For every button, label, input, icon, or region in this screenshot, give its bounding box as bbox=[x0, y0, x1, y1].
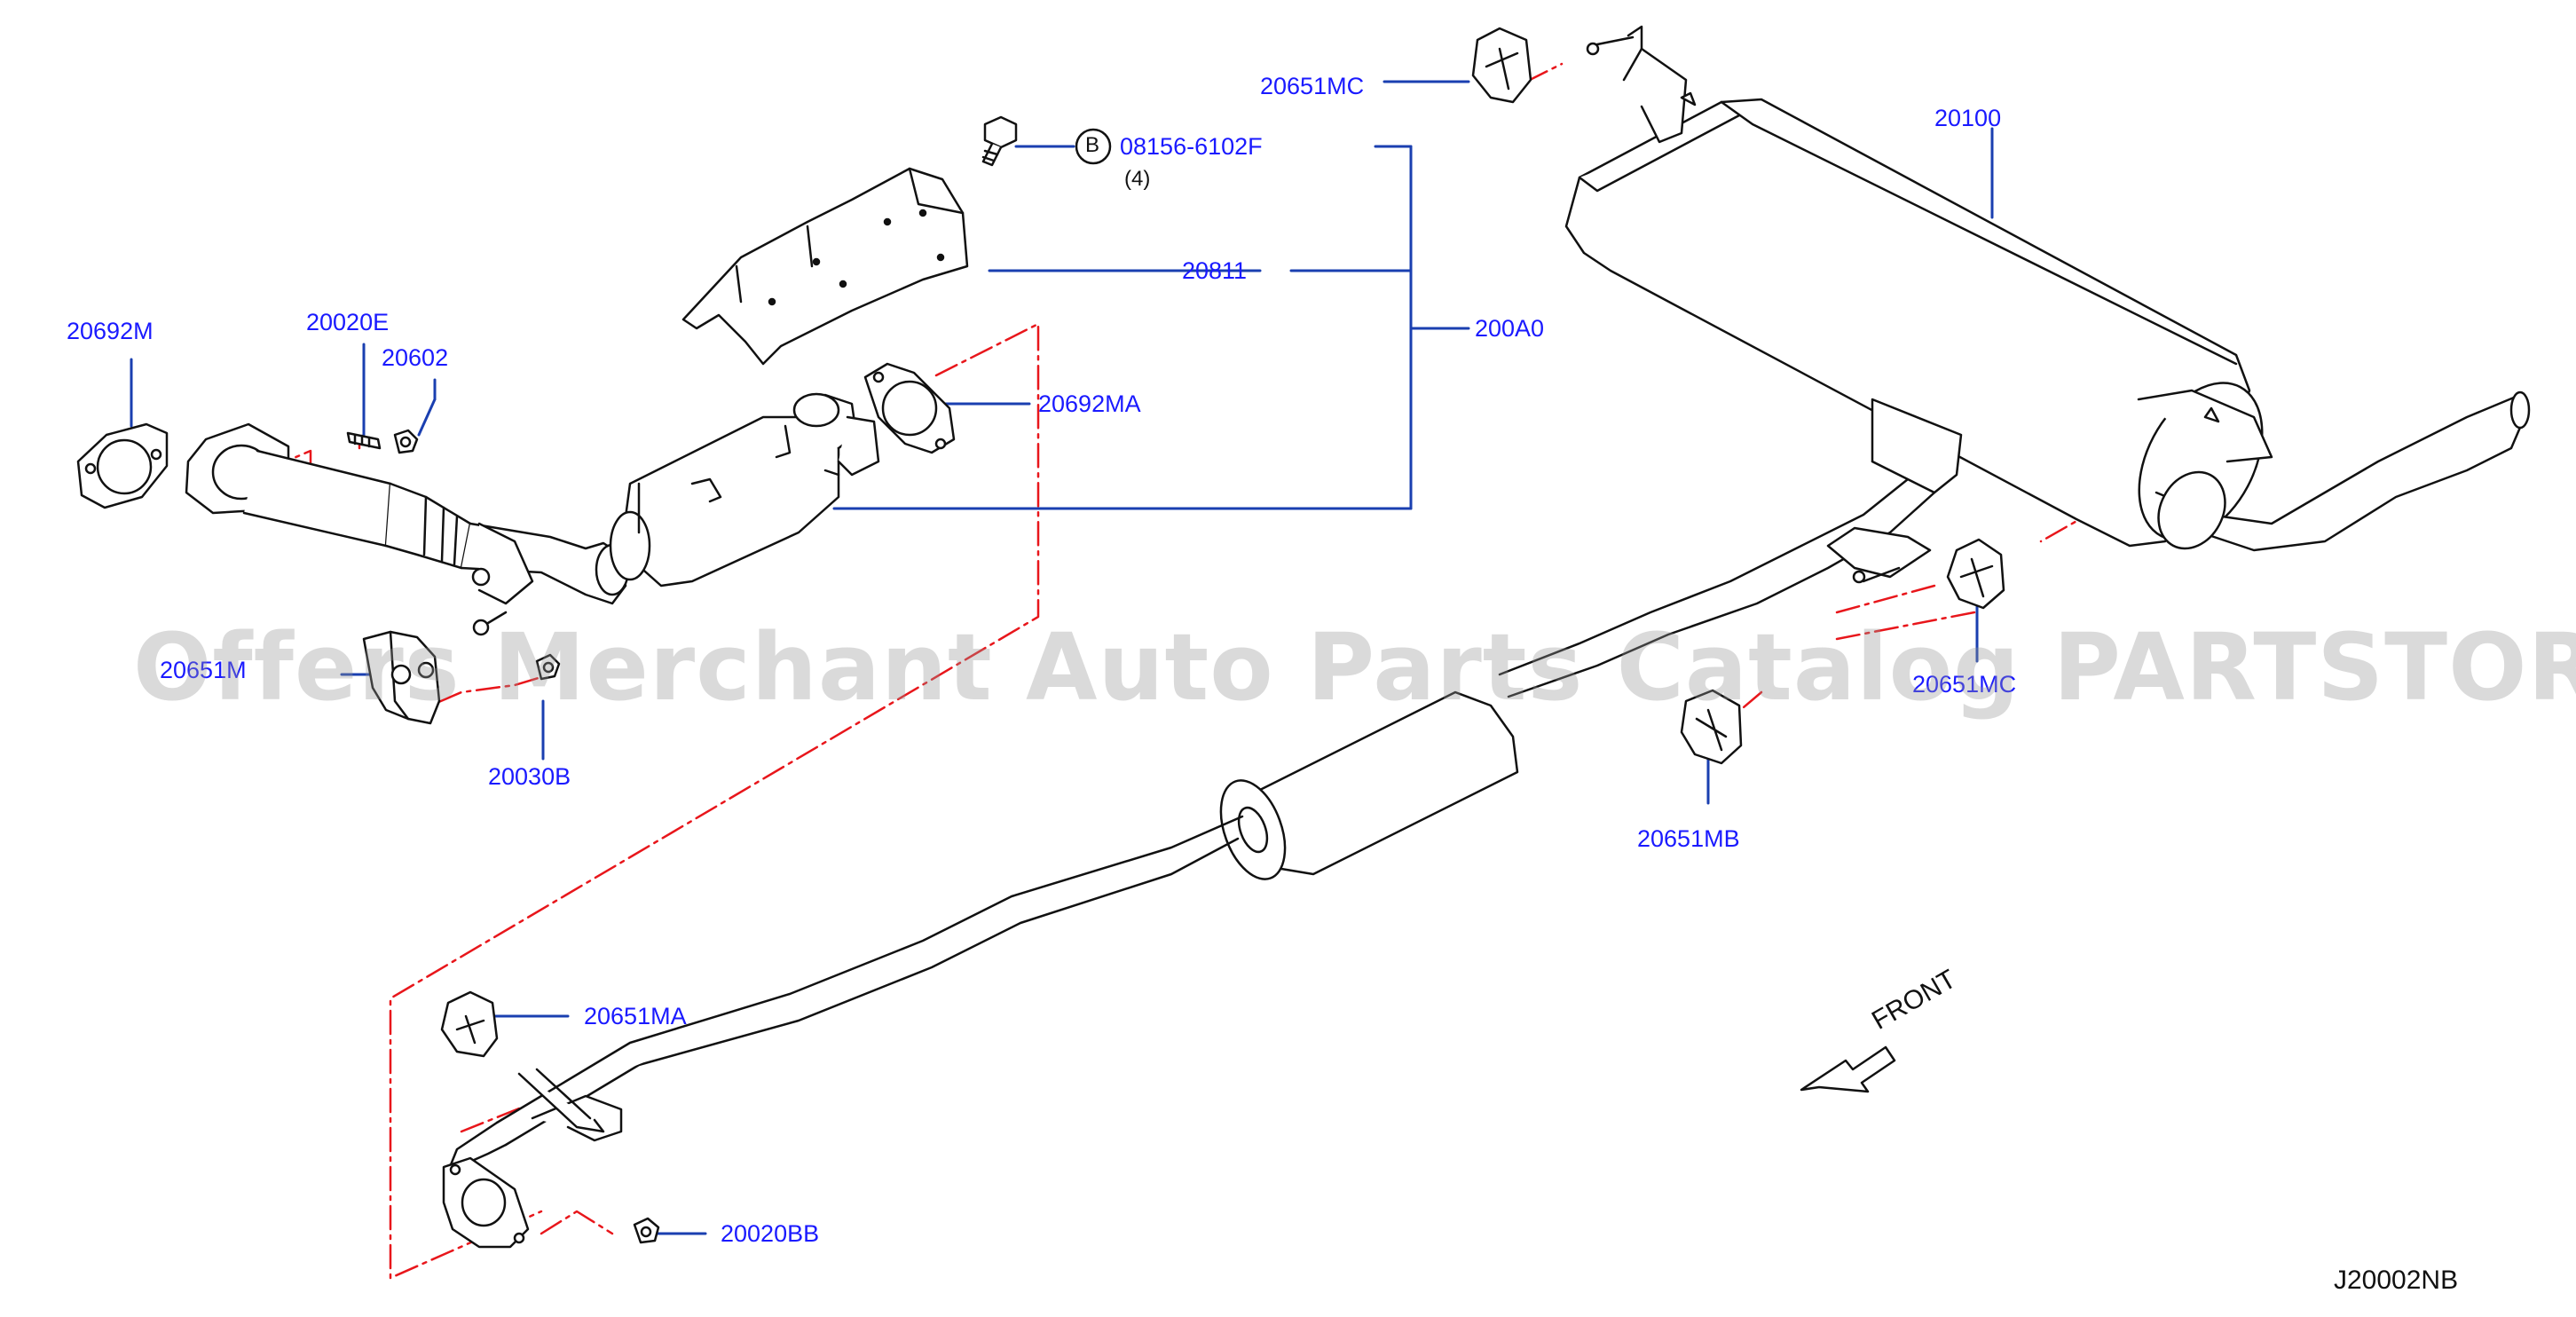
label-08156-6102f[interactable]: 08156-6102F bbox=[1120, 133, 1263, 160]
label-200a0[interactable]: 200A0 bbox=[1475, 315, 1545, 342]
gasket-20692m bbox=[76, 422, 169, 509]
label-20100[interactable]: 20100 bbox=[1934, 105, 2002, 131]
hanger-20651mc-top bbox=[1471, 27, 1532, 104]
bolt-quantity: (4) bbox=[1124, 167, 1151, 191]
label-20651m[interactable]: 20651M bbox=[160, 657, 247, 683]
label-20811[interactable]: 20811 bbox=[1182, 257, 1248, 284]
front-arrow-icon bbox=[1800, 1045, 1896, 1093]
label-20020bb[interactable]: 20020BB bbox=[721, 1220, 820, 1247]
gasket-20692ma bbox=[863, 362, 956, 454]
center-pipe bbox=[442, 398, 1963, 1249]
heat-shield bbox=[681, 167, 969, 366]
hanger-20651mc-right bbox=[1946, 538, 2005, 610]
label-20020e[interactable]: 20020E bbox=[306, 309, 390, 335]
label-20651mb[interactable]: 20651MB bbox=[1637, 825, 1740, 852]
front-pipe bbox=[185, 422, 630, 636]
label-20651mc-top[interactable]: 20651MC bbox=[1260, 73, 1365, 99]
bracket-20651m bbox=[362, 630, 561, 725]
label-20692m[interactable]: 20692M bbox=[67, 318, 154, 344]
bolt-08156 bbox=[981, 115, 1112, 167]
label-20692ma[interactable]: 20692MA bbox=[1038, 390, 1141, 417]
diagram-code: J20002NB bbox=[2334, 1266, 2459, 1295]
label-20651ma[interactable]: 20651MA bbox=[584, 1003, 687, 1029]
label-20651mc-right[interactable]: 20651MC bbox=[1912, 671, 2017, 698]
label-20602[interactable]: 20602 bbox=[382, 344, 449, 371]
hanger-20651mb bbox=[1680, 689, 1743, 765]
rear-muffler bbox=[1564, 25, 2531, 552]
leader-lines bbox=[130, 80, 1994, 1235]
stud-and-nut bbox=[346, 429, 419, 454]
nut-20020bb bbox=[633, 1217, 660, 1244]
label-20030b[interactable]: 20030B bbox=[488, 763, 571, 790]
bolt-marker: B bbox=[1085, 133, 1100, 157]
catalytic-converter bbox=[609, 392, 880, 588]
watermark: Offers Merchant Auto Parts Catalog PARTS… bbox=[133, 613, 2576, 722]
hanger-20651ma bbox=[440, 990, 605, 1133]
